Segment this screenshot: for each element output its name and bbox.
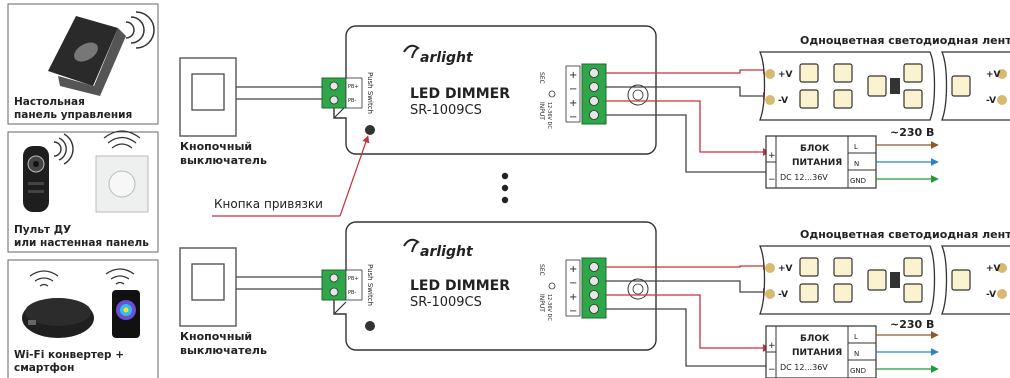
led-indicator-icon	[548, 90, 556, 98]
psu-plus-bottom: +	[768, 341, 776, 351]
out-term-4-bottom: −	[569, 306, 577, 317]
in-pin-1-bottom: PB+	[348, 276, 359, 282]
source-desk-label-2: панель управления	[14, 109, 132, 121]
row-top: Кнопочный выключатель PB+ PB- Push Switc…	[179, 25, 1010, 189]
source-remote: Пульт ДУ или настенная панель	[7, 130, 159, 253]
input-range-top: 12-36V DC	[546, 102, 552, 129]
push-switch-label-top: Push Switch	[366, 72, 374, 114]
wire-minus-bottom	[606, 280, 771, 296]
psu-term-l-top: L	[854, 143, 858, 151]
sec-label-bottom: SEC	[538, 264, 545, 276]
strip-plus-left-bottom: +V	[778, 264, 793, 274]
dimmer-title-top: LED DIMMER	[410, 86, 510, 102]
brand-logo-mark-icon	[403, 44, 420, 59]
out-term-4-top: −	[569, 112, 577, 123]
binding-button-callout: Кнопка привязки	[212, 135, 370, 217]
source-remote-label-1: Пульт ДУ	[14, 224, 71, 236]
led-indicator-icon	[548, 282, 556, 290]
out-term-3-top: +	[569, 98, 577, 109]
led-strip-top	[759, 51, 1010, 121]
switch-label-top-2: выключатель	[180, 154, 267, 167]
push-button-bottom	[179, 247, 237, 327]
binding-button-label: Кнопка привязки	[214, 197, 323, 211]
strip-plus-left-top: +V	[778, 70, 793, 80]
source-remote-label-2: или настенная панель	[14, 237, 149, 249]
source-wifi: Wi-Fi конвертер + смартфон	[7, 259, 159, 378]
switch-label-bottom-2: выключатель	[180, 344, 267, 357]
psu-term-gnd-top: GND	[850, 177, 866, 185]
row-bottom: Кнопочный выключатель PB+ PB- Push Switc…	[179, 221, 1010, 378]
psu-term-n-top: N	[854, 160, 859, 168]
strip-plus-right-bottom: +V	[986, 264, 1001, 274]
psu-range-bottom: DC 12...36V	[780, 363, 828, 372]
input-range-bottom: 12-36V DC	[546, 294, 552, 321]
source-desk-label-1: Настольная	[14, 96, 85, 108]
psu-plus-top: +	[768, 151, 776, 161]
psu-term-l-bottom: L	[854, 333, 858, 341]
out-term-1-bottom: +	[569, 264, 577, 275]
source-wifi-label-1: Wi-Fi конвертер +	[14, 349, 124, 361]
psu-title2-top: ПИТАНИЯ	[792, 158, 842, 168]
strip-title-bottom: Одноцветная светодиодная лента	[800, 228, 1010, 241]
psu-minus-top: −	[768, 175, 776, 185]
strip-minus-right-top: -V	[986, 96, 996, 106]
psu-term-gnd-bottom: GND	[850, 367, 866, 375]
in-pin-1-top: PB+	[348, 84, 359, 90]
push-button-top	[179, 57, 237, 137]
push-switch-label-bottom: Push Switch	[366, 264, 374, 306]
in-pin-2-bottom: PB-	[348, 290, 356, 296]
input-label-top: INPUT	[538, 102, 545, 120]
led-strip-bottom	[759, 245, 1010, 315]
brand-logo-mark-icon	[403, 238, 420, 253]
sec-label-top: SEC	[538, 72, 545, 84]
strip-minus-left-top: -V	[778, 96, 788, 106]
ellipsis-dots	[501, 172, 509, 204]
brand-logo-top: arlight	[420, 50, 474, 66]
dimmer-title-bottom: LED DIMMER	[410, 278, 510, 294]
strip-minus-left-bottom: -V	[778, 290, 788, 300]
source-wifi-label-2: смартфон	[14, 362, 74, 374]
psu-title1-top: БЛОК	[800, 144, 830, 154]
out-term-2-bottom: −	[569, 278, 577, 289]
mains-label-bottom: ~230 В	[890, 318, 934, 331]
strip-plus-right-top: +V	[986, 70, 1001, 80]
brand-logo-bottom: arlight	[420, 244, 474, 260]
out-term-1-top: +	[569, 70, 577, 81]
psu-title2-bottom: ПИТАНИЯ	[792, 348, 842, 358]
out-term-3-bottom: +	[569, 292, 577, 303]
dimmer-model-top: SR-1009CS	[410, 103, 482, 118]
psu-range-top: DC 12...36V	[780, 173, 828, 182]
wire-minus-top	[606, 86, 771, 100]
mains-label-top: ~230 В	[890, 126, 934, 139]
out-term-2-top: −	[569, 84, 577, 95]
switch-label-bottom-1: Кнопочный	[180, 330, 252, 343]
strip-minus-right-bottom: -V	[986, 290, 996, 300]
dimmer-model-bottom: SR-1009CS	[410, 295, 482, 310]
source-desk-panel: Настольная панель управления	[7, 3, 159, 125]
input-label-bottom: INPUT	[538, 294, 545, 312]
psu-term-n-bottom: N	[854, 350, 859, 358]
in-pin-2-top: PB-	[348, 98, 356, 104]
psu-title1-bottom: БЛОК	[800, 334, 830, 344]
psu-minus-bottom: −	[768, 365, 776, 375]
strip-title-top: Одноцветная светодиодная лента	[800, 34, 1010, 47]
switch-label-top-1: Кнопочный	[180, 140, 252, 153]
